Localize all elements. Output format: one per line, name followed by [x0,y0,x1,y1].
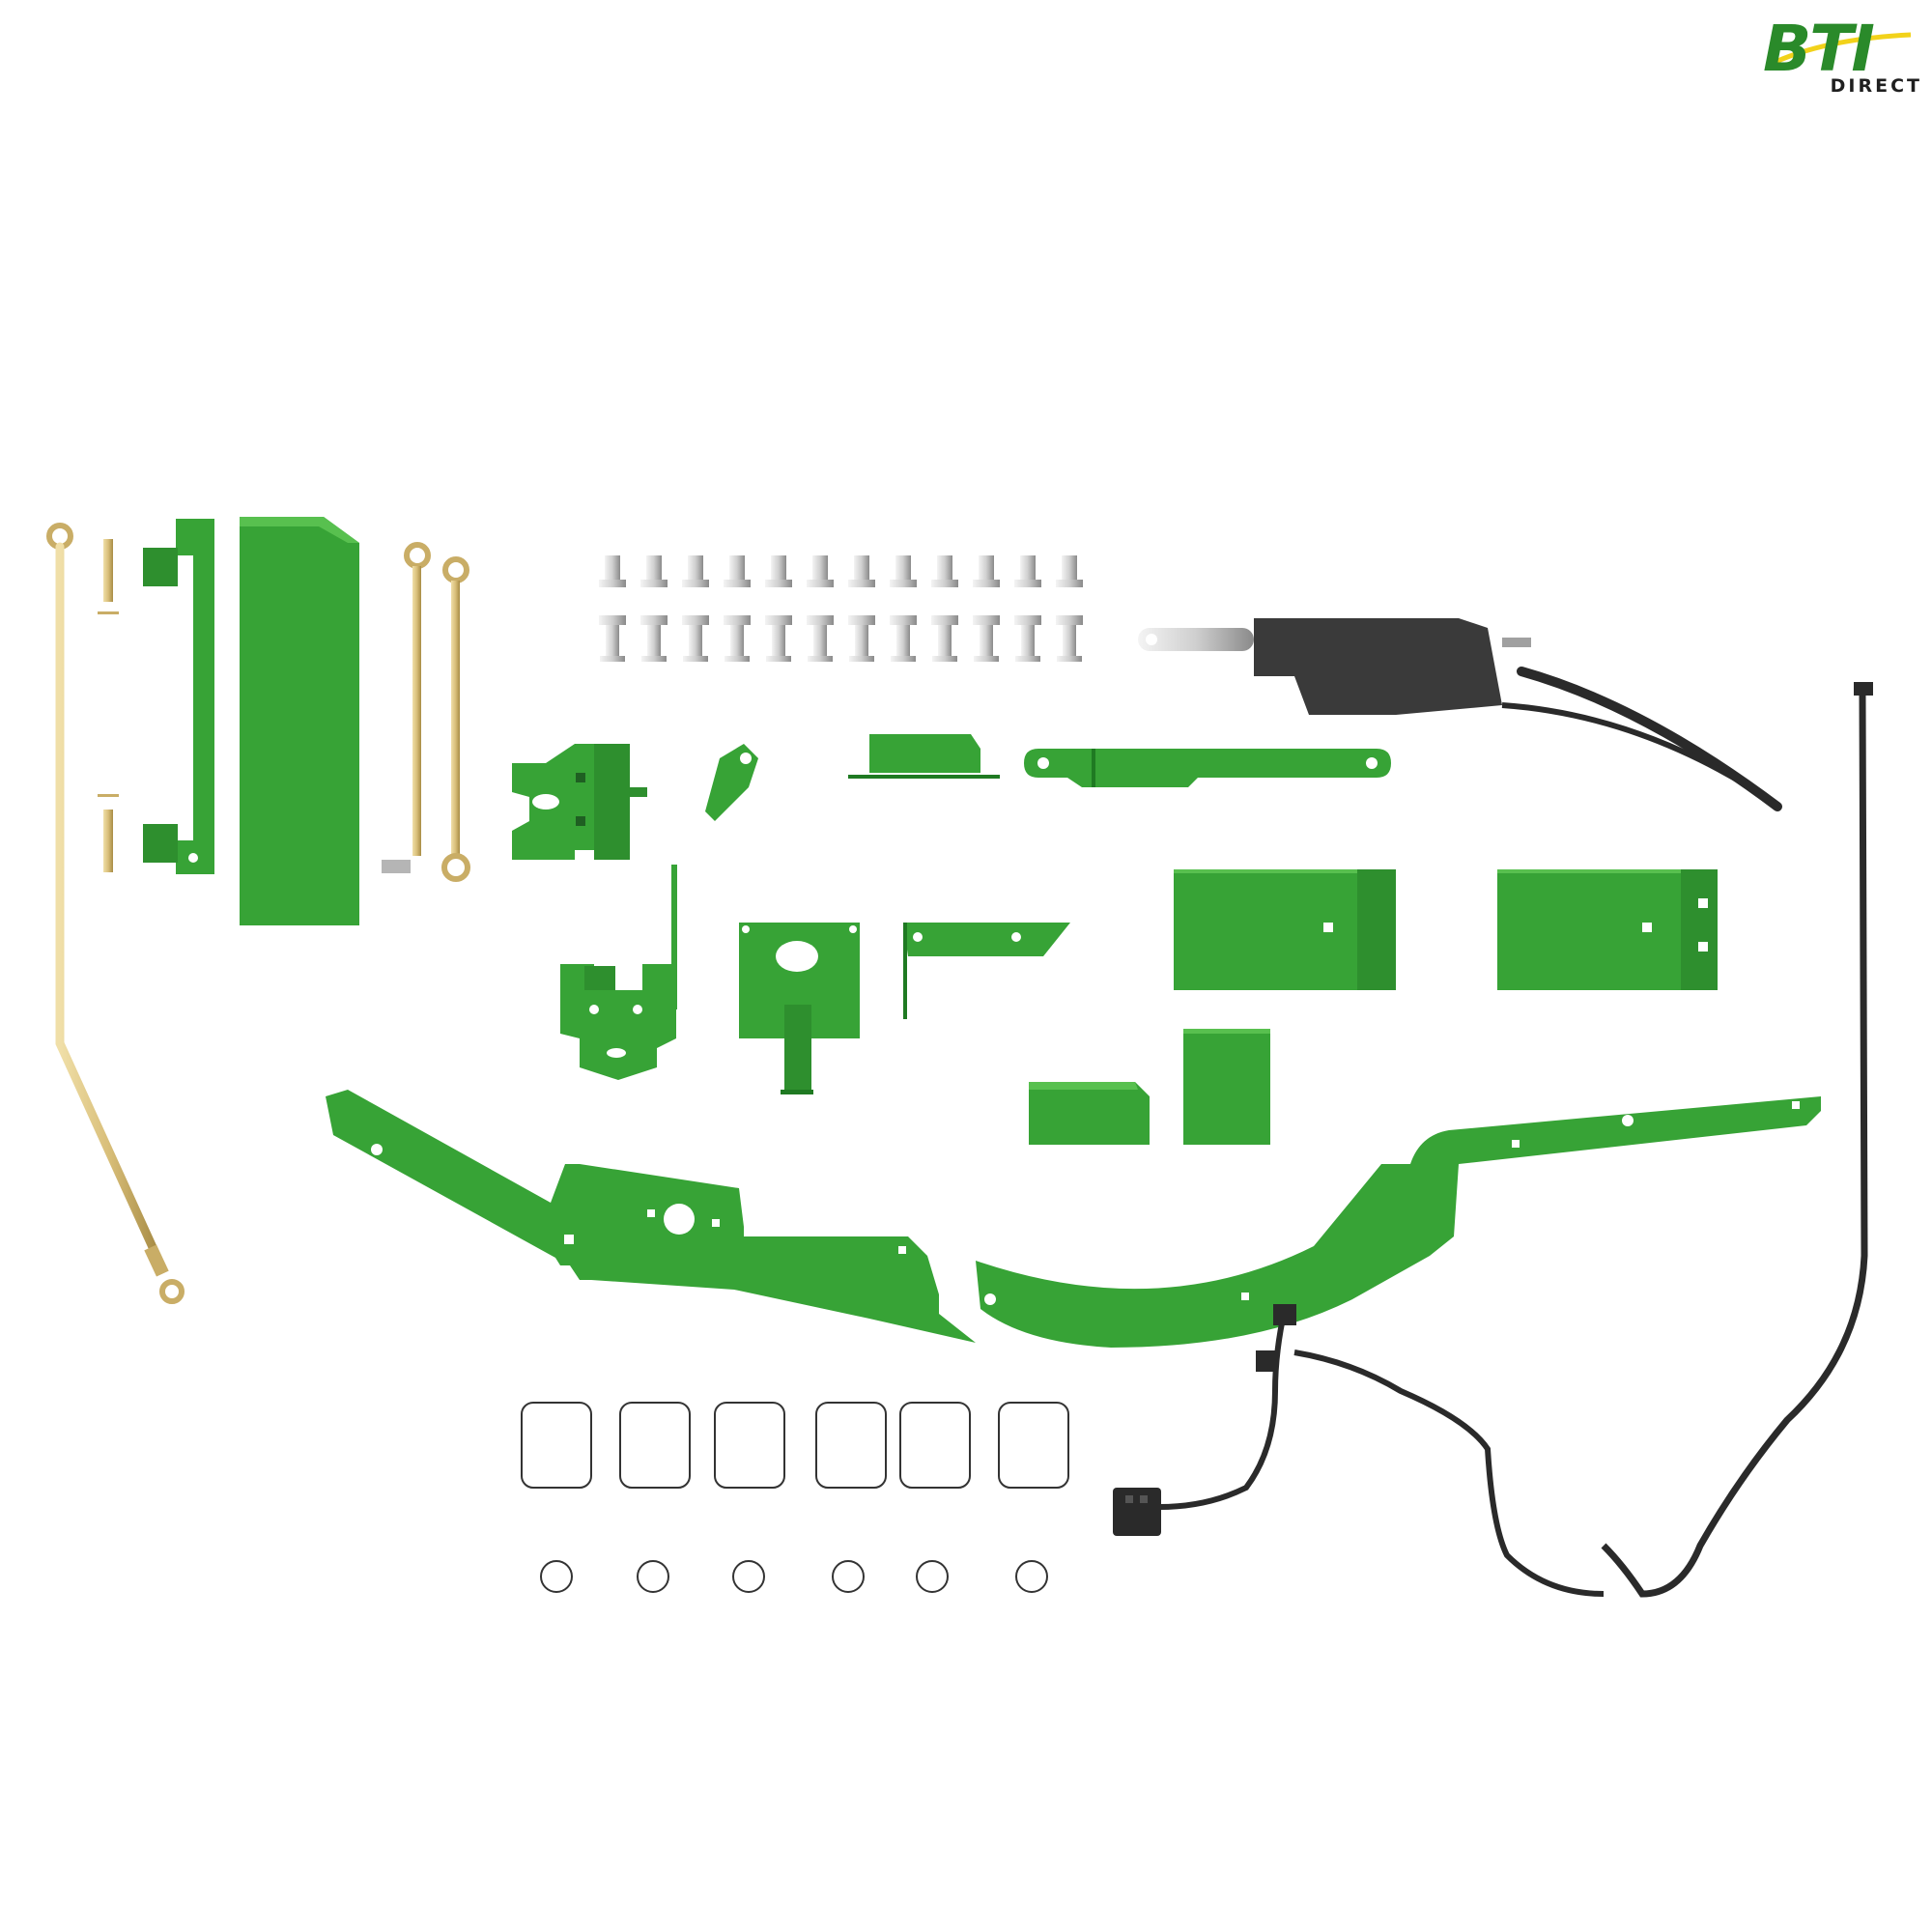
wire-clips-row [521,1402,1069,1489]
small-box-channel [1029,1082,1150,1145]
small-bracket [705,744,758,821]
rect-plate-2 [1497,869,1718,990]
c-bracket [143,519,214,874]
bolts-row-top [599,555,1083,587]
long-tie-rod [46,523,185,1304]
logo-swoosh-icon [1775,32,1912,65]
shield-plate [240,517,359,925]
small-box-plate [1183,1029,1270,1145]
bolts-row-bottom [599,615,1083,662]
angle-bracket [848,734,1000,779]
hinge-mount-lower [560,865,677,1080]
logo-sub-text: DIRECT [1830,75,1922,97]
wire-harness [1113,1304,1605,1597]
short-link-rods [382,542,470,882]
angle-strip [903,923,1070,1019]
rect-plate-1 [1174,869,1396,990]
clevis-pins [98,539,119,872]
logo-main-text: BTI [1763,12,1875,86]
small-clips-row [540,1560,1048,1593]
right-curved-arm [976,1096,1821,1348]
cable-tie-wire [1601,682,1873,1598]
hinge-bracket [512,744,647,860]
linear-actuator [1138,618,1782,811]
bti-direct-logo: BTI DIRECT [1763,17,1922,99]
long-strap [1024,749,1391,787]
mount-plate-tube [739,923,860,1094]
left-curved-arm [326,1090,976,1343]
